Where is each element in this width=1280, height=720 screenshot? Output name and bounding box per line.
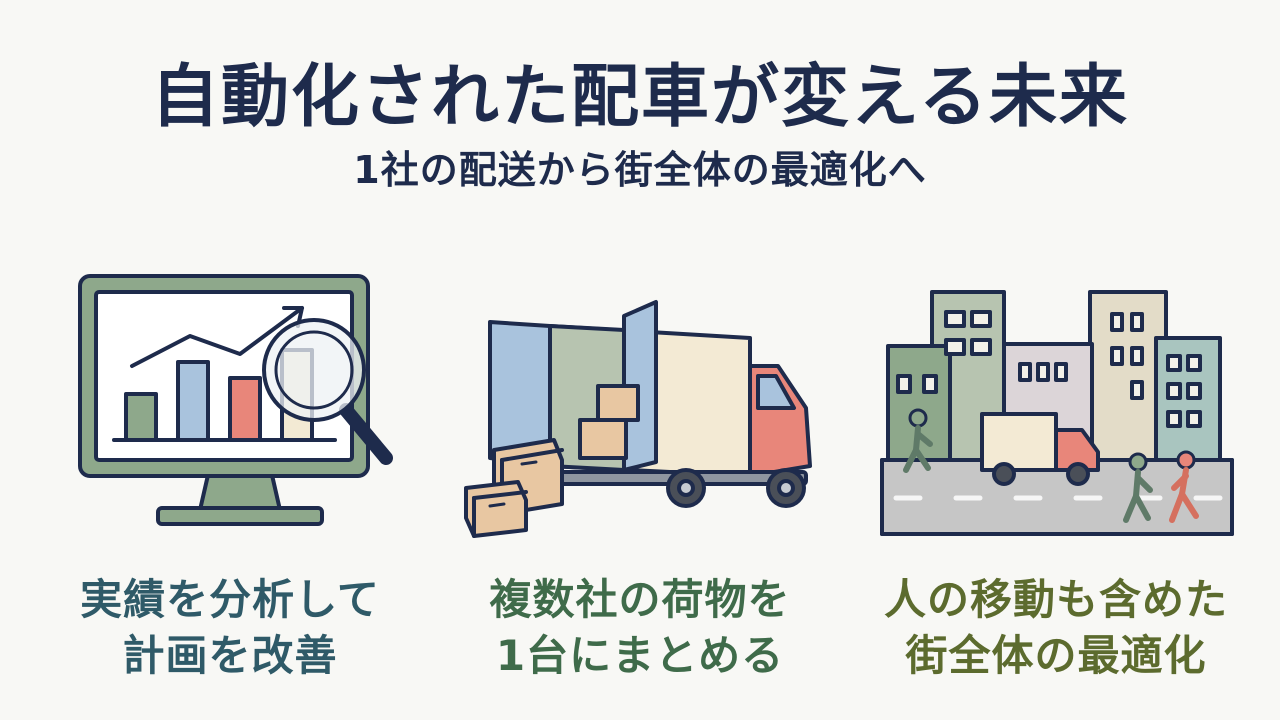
caption-line: 街全体の最適化 xyxy=(905,631,1207,680)
caption-line: 複数社の荷物を xyxy=(489,575,791,624)
caption-consolidate-loads: 複数社の荷物を 1台にまとめる xyxy=(440,572,840,684)
caption-line: 人の移動も含めた xyxy=(883,575,1228,624)
caption-line: 実績を分析して xyxy=(80,575,380,624)
page-subtitle: 1社の配送から街全体の最適化へ xyxy=(353,148,927,192)
monitor-chart-magnifier-icon xyxy=(78,274,393,526)
caption-line: 計画を改善 xyxy=(122,631,338,680)
caption-city-optimization: 人の移動も含めた 街全体の最適化 xyxy=(856,572,1256,684)
page-title: 自動化された配車が変える未来 xyxy=(151,58,1129,137)
caption-line: 1台にまとめる xyxy=(495,631,785,680)
delivery-truck-boxes-icon xyxy=(464,300,812,538)
caption-analyze-plan: 実績を分析して 計画を改善 xyxy=(30,572,430,684)
city-street-people-icon xyxy=(880,290,1234,536)
